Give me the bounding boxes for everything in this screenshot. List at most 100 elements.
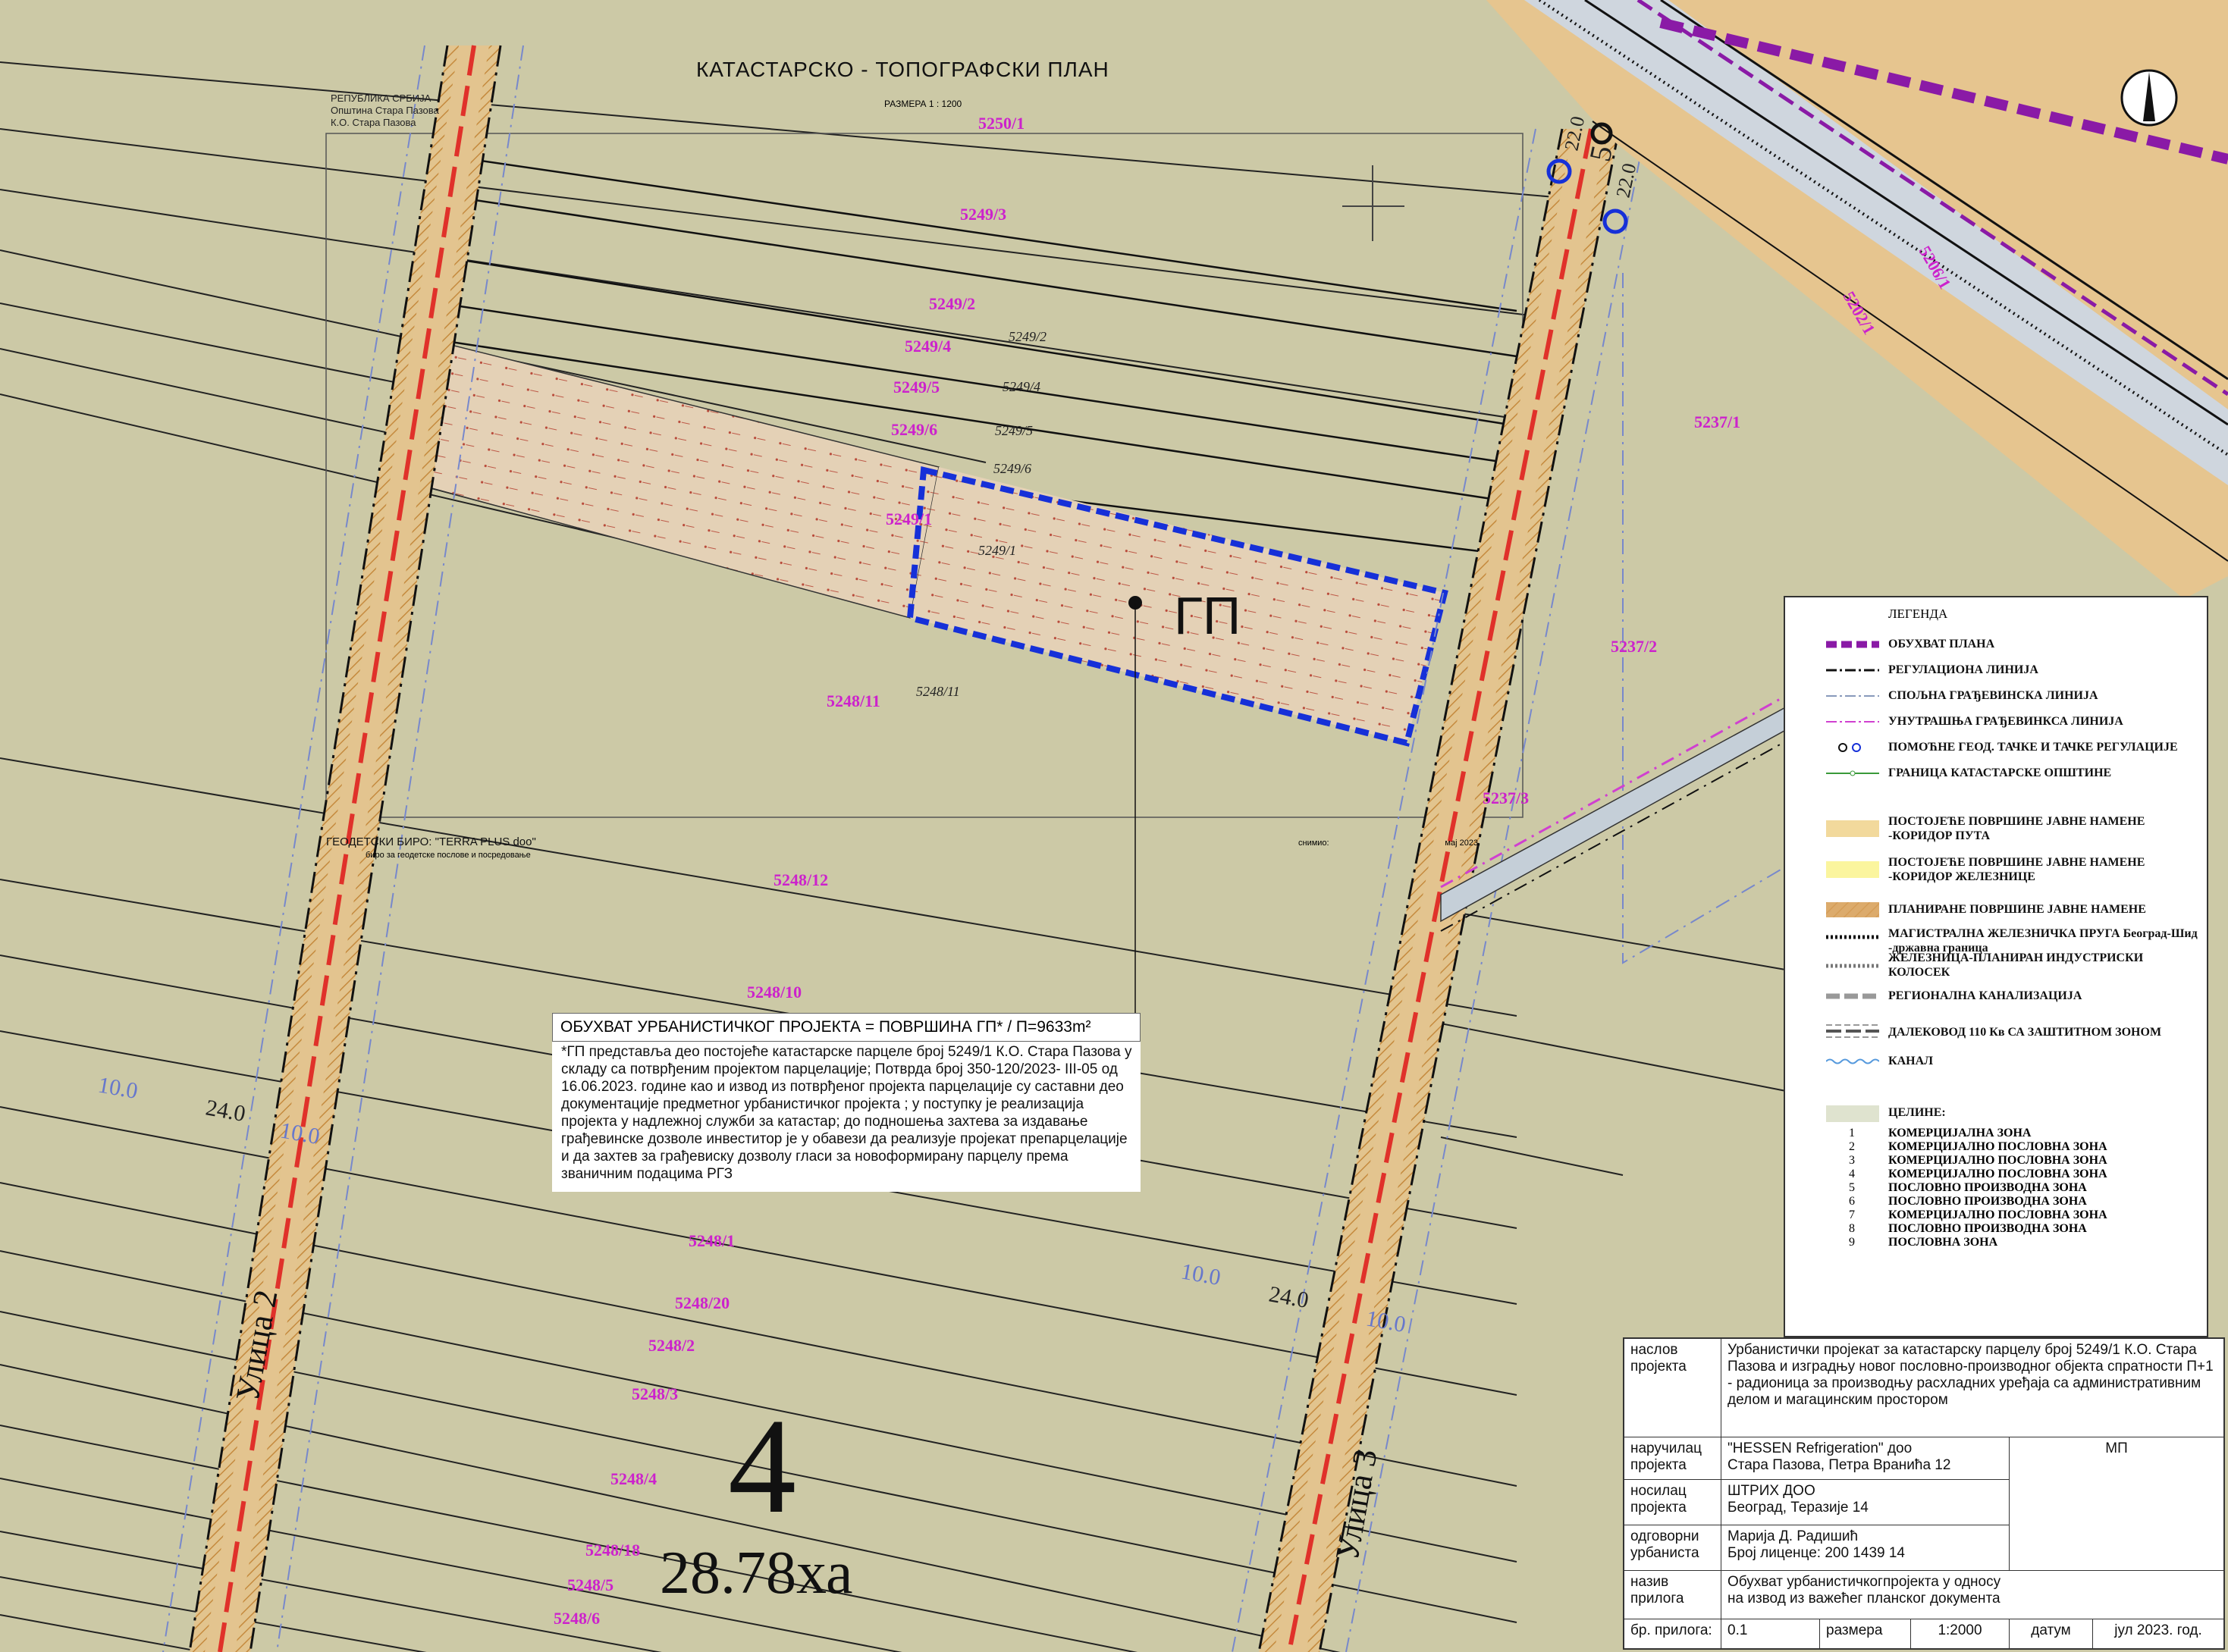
snimio-date: мај 2023. (1445, 839, 1481, 848)
parcel-lines (0, 61, 1790, 1652)
zone-number: 4 (728, 1390, 796, 1541)
railway-corridor (1486, 0, 2228, 599)
legend-item: УНУТРАШЊА ГРАЂЕВИНКСА ЛИНИЈА (1785, 707, 2210, 737)
legend-item: ОБУХВАТ ПЛАНА (1785, 629, 2210, 660)
regulation-line-symbol (1826, 669, 1879, 672)
narucilac-label: наручилац пројекта (1624, 1437, 1721, 1480)
parcel-label: 5237/1 (1694, 412, 1740, 431)
parcel-label: 5237/3 (1483, 788, 1529, 807)
legend-item: ЦЕЛИНЕ: (1785, 1098, 2210, 1128)
nosilac-value: ШТРИХ ДОО Београд, Теразије 14 (1721, 1480, 2010, 1525)
municipality-line: Општина Стара Пазова (331, 105, 439, 116)
parcel-label: 5249/6 (891, 420, 937, 439)
note-body: *ГП представља део постојеће катастарске… (561, 1044, 1132, 1182)
legend-label: КАНАЛ (1888, 1055, 1934, 1067)
canal-symbol (1826, 1058, 1879, 1064)
legend-label: ДАЛЕКОВОД 110 Кв СА ЗАШТИТНОМ ЗОНОМ (1888, 1026, 2162, 1039)
cadastral-border-symbol (1826, 770, 1879, 776)
urbanista-value: Марија Д. Радишић Број лиценце: 200 1439… (1721, 1525, 2010, 1571)
zone-number: 9 (1849, 1236, 1855, 1249)
razmera-label: размера (1820, 1619, 1911, 1648)
republic-line: РЕПУБЛИКА СРБИЈА (331, 92, 431, 104)
snimio-label: снимио: (1298, 839, 1329, 848)
zone-label: КОМЕРЦИЈАЛНО ПОСЛОВНА ЗОНА (1888, 1208, 2107, 1221)
legend: ЛЕГЕНДА ОБУХВАТ ПЛАНА РЕГУЛАЦИОНА ЛИНИЈА… (1784, 596, 2208, 1337)
zone-label: КОМЕРЦИЈАЛНО ПОСЛОВНА ЗОНА (1888, 1140, 2107, 1153)
legend-item: ПОСТОЈЕЋЕ ПОВРШИНЕ ЈАВНЕ НАМЕНЕ -КОРИДОР… (1785, 854, 2210, 889)
crosshair-icon (1342, 165, 1404, 241)
razmera-value: 1:2000 (1911, 1619, 2010, 1648)
survey-area-right (910, 467, 1445, 743)
outer-building-line-symbol (1826, 695, 1879, 697)
zone-area: 28.78ха (660, 1540, 853, 1607)
railway-corridor-symbol (1826, 861, 1879, 878)
nosilac-label: носилац пројекта (1624, 1480, 1721, 1525)
zones-symbol (1826, 1105, 1879, 1122)
legend-label: ГРАНИЦА КАТАСТАРСКЕ ОПШТИНЕ (1888, 766, 2112, 779)
parcel-label: 5248/1 (689, 1231, 735, 1250)
zone-number: 1 (1849, 1127, 1855, 1139)
zone-number: 3 (1849, 1154, 1855, 1167)
dimension-label: 22.0 (1612, 161, 1641, 200)
legend-item: ГРАНИЦА КАТАСТАРСКЕ ОПШТИНЕ (1785, 758, 2210, 788)
geodetic-points-symbol (1838, 743, 1861, 752)
parcel-label: 5249/4 (905, 337, 951, 356)
naslov-label: наслов пројекта (1624, 1339, 1721, 1437)
legend-label: ЖЕЛЕЗНИЦА-ПЛАНИРАН ИНДУСТРИСКИ КОЛОСЕК (1888, 951, 2144, 979)
legend-item: ПОМОЋНЕ ГЕОД. ТАЧКЕ И ТАЧКЕ РЕГУЛАЦИЈЕ (1785, 732, 2210, 763)
zones-title: ЦЕЛИНЕ: (1888, 1106, 1946, 1119)
parcel-label: 5250/1 (978, 114, 1025, 133)
urbanista-label: одговорни урбаниста (1624, 1525, 1721, 1571)
legend-title: ЛЕГЕНДА (1888, 607, 1948, 621)
dimension-label: 24.0 (1267, 1281, 1310, 1313)
project-scope-note: ОБУХВАТ УРБАНИСТИЧКОГ ПРОЈЕКТА = ПОВРШИН… (552, 1013, 1141, 1192)
legend-label: СПОЉНА ГРАЂЕВИНСКА ЛИНИЈА (1888, 689, 2098, 702)
legend-label: ПОСТОЈЕЋЕ ПОВРШИНЕ ЈАВНЕ НАМЕНЕ -КОРИДОР… (1888, 856, 2145, 883)
datum-value: јул 2023. год. (2114, 1622, 2202, 1638)
prilog-value: Обухват урбанистичкогпројекта у односу н… (1721, 1571, 2223, 1619)
legend-item: ПОСТОЈЕЋЕ ПОВРШИНЕ ЈАВНЕ НАМЕНЕ -КОРИДОР… (1785, 813, 2210, 848)
industrial-track-symbol (1826, 964, 1879, 968)
zone-number: 4 (1849, 1168, 1855, 1180)
naslov-value: Урбанистички пројекат за катастарску пар… (1721, 1339, 2223, 1437)
parcel-label: 5248/5 (567, 1575, 613, 1594)
br-label: бр. прилога: (1624, 1619, 1721, 1648)
zone-label: КОМЕРЦИЈАЛНО ПОСЛОВНА ЗОНА (1888, 1154, 2107, 1167)
planned-public-area-symbol (1826, 902, 1879, 917)
legend-item: РЕГИОНАЛНА КАНАЛИЗАЦИЈА (1785, 981, 2210, 1011)
legend-item: РЕГУЛАЦИОНА ЛИНИЈА (1785, 655, 2210, 685)
zone-row: 3 КОМЕРЦИЈАЛНО ПОСЛОВНА ЗОНА (1785, 1154, 2210, 1168)
dimension-label: 10.0 (96, 1072, 140, 1104)
parcel-label: 5248/6 (554, 1609, 600, 1628)
dimension-label: 24.0 (204, 1095, 247, 1127)
mp-stamp-area: МП (2010, 1437, 2223, 1571)
plan-scale: РАЗМЕРА 1 : 1200 (884, 99, 962, 109)
legend-label: ПОСТОЈЕЋЕ ПОВРШИНЕ ЈАВНЕ НАМЕНЕ -КОРИДОР… (1888, 815, 2145, 842)
plan-title: КАТАСТАРСКО - ТОПОГРАФСКИ ПЛАН (696, 58, 1109, 81)
geo-biro: ГЕОДЕТСКИ БИРО: "TERRA PLUS doo" (326, 835, 536, 848)
legend-label: УНУТРАШЊА ГРАЂЕВИНКСА ЛИНИЈА (1888, 715, 2123, 728)
legend-item: ПЛАНИРАНЕ ПОВРШИНЕ ЈАВНЕ НАМЕНЕ (1785, 895, 2210, 925)
north-arrow-icon (2120, 69, 2178, 127)
legend-item: СПОЉНА ГРАЂЕВИНСКА ЛИНИЈА (1785, 681, 2210, 711)
surveyed-by: снимио: мај 2023. (1298, 839, 1480, 848)
narucilac-value: "HESSEN Refrigeration" доо Стара Пазова,… (1721, 1437, 2010, 1480)
power-line-symbol (1826, 1024, 1879, 1038)
zone-label: ПОСЛОВНО ПРОИЗВОДНА ЗОНА (1888, 1222, 2087, 1235)
sewage-symbol (1826, 993, 1879, 999)
title-block: наслов пројекта Урбанистички пројекат за… (1623, 1337, 2225, 1650)
road-corridor-symbol (1826, 820, 1879, 837)
inner-label: 5249/2 (1009, 329, 1047, 344)
parcel-label: 5248/2 (648, 1336, 695, 1355)
legend-label: РЕГИОНАЛНА КАНАЛИЗАЦИЈА (1888, 989, 2082, 1002)
legend-label: ОБУХВАТ ПЛАНА (1888, 638, 1995, 650)
legend-item: ЖЕЛЕЗНИЦА-ПЛАНИРАН ИНДУСТРИСКИ КОЛОСЕК (1785, 951, 2210, 981)
dimension-label: 10.0 (1179, 1259, 1222, 1290)
inner-label: 5249/4 (1003, 379, 1040, 394)
survey-area (409, 337, 940, 619)
parcel-label: 5248/20 (675, 1293, 730, 1312)
plan-boundary-symbol (1826, 641, 1879, 648)
